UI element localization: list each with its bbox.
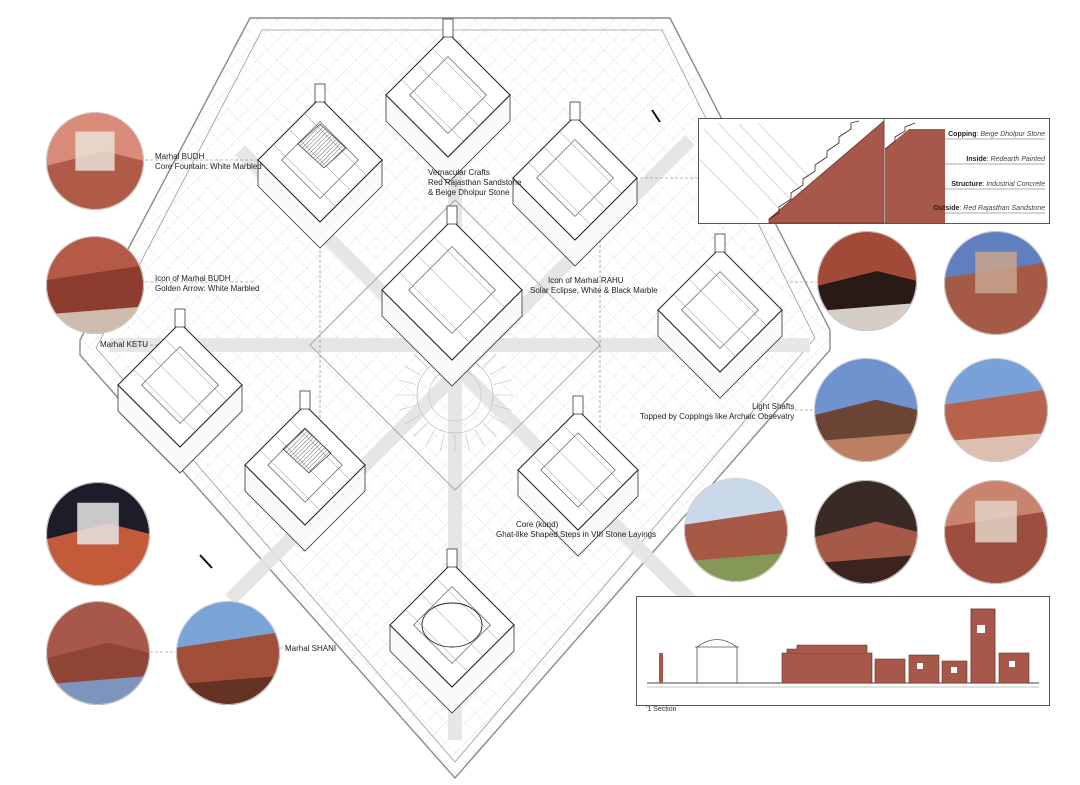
photo-light-shaft-image xyxy=(814,358,918,462)
label-crafts-1: Vernacular Crafts xyxy=(428,168,490,177)
label-ketu: Marhal KETU xyxy=(100,340,148,350)
photo-mural-face-image xyxy=(46,482,150,586)
photo-copping-cutout-image xyxy=(944,358,1048,462)
material-value: Beige Dholpur Stone xyxy=(980,131,1045,138)
material-row: Copping: Beige Dholpur Stone xyxy=(948,131,1045,138)
material-separator: : xyxy=(959,205,964,212)
material-key: Inside xyxy=(966,156,987,163)
label-icon-budh: Icon of Marhal BUDH Golden Arrow: White … xyxy=(155,274,260,294)
pavilion-shani xyxy=(389,548,515,714)
label-crafts-2: Red Rajasthan Sandstone xyxy=(428,178,522,187)
budh-fountain-hatch xyxy=(297,123,347,169)
pavilions xyxy=(117,18,783,714)
label-core-2: Ghat-like Shaped Steps in VIII Stone Lay… xyxy=(496,530,657,539)
photo-wall-seating xyxy=(46,236,144,334)
photo-tower-block xyxy=(176,601,280,705)
north-marks xyxy=(199,109,661,569)
label-light-1: Light Shafts xyxy=(752,402,795,411)
label-budh-title: Marhal BUDH xyxy=(155,152,205,161)
label-icon-rahu: Icon of Marhal RAHU Solar Eclipse, White… xyxy=(530,276,658,296)
section-drawing xyxy=(647,608,1039,688)
label-crafts-3: & Beige Dholpur Stone xyxy=(428,188,510,197)
photo-steps xyxy=(814,480,918,584)
label-core: Core (kund) Ghat-like Shaped Steps in VI… xyxy=(496,520,656,540)
material-value: Industrial Concrete xyxy=(986,181,1045,188)
photo-amphitheatre-image xyxy=(684,478,788,582)
label-ketu-text: Marhal KETU xyxy=(100,340,149,349)
pavilion-rahu-top xyxy=(512,101,638,267)
photo-wall-courtyard xyxy=(46,601,150,705)
photo-solar-eclipse xyxy=(817,231,917,331)
label-icon-budh-2: Golden Arrow: White Marbled xyxy=(155,284,260,293)
label-budh: Marhal BUDH Core Fountain: White Marbled xyxy=(155,152,262,172)
material-value: Red Rajasthan Sandstone xyxy=(963,205,1045,212)
label-light-shafts: Light Shafts Topped by Coppings like Arc… xyxy=(640,402,794,422)
label-shani: Marhal SHANI xyxy=(285,644,336,654)
photo-light-shaft xyxy=(814,358,918,462)
material-key: Outside xyxy=(933,205,960,212)
section-caption: '1 Section xyxy=(646,706,677,713)
material-row: Structure: Industrial Concrete xyxy=(951,181,1045,188)
pavilion-core xyxy=(517,395,639,557)
pavilion-center xyxy=(381,205,523,387)
pavilion-ketu xyxy=(117,308,243,474)
material-row: Inside: Redearth Painted xyxy=(966,156,1045,163)
label-crafts: Vernacular Crafts Red Rajasthan Sandston… xyxy=(428,168,521,198)
photo-stone-slabs xyxy=(944,480,1048,584)
photo-steps-image xyxy=(814,480,918,584)
label-icon-rahu-1: Icon of Marhal RAHU xyxy=(548,276,624,285)
material-value: Redearth Painted xyxy=(990,156,1045,163)
wall-detail-sketch xyxy=(699,119,1045,223)
photo-wall-top-image xyxy=(944,231,1048,335)
shani-round-court xyxy=(421,602,483,648)
photo-courtyard-budh-image xyxy=(46,112,144,210)
pavilion-top xyxy=(385,18,511,184)
photo-wall-seating-image xyxy=(46,236,144,334)
material-separator: : xyxy=(982,181,987,188)
photo-amphitheatre xyxy=(684,478,788,582)
label-budh-sub: Core Fountain: White Marbled xyxy=(155,162,262,171)
section-panel xyxy=(636,596,1050,706)
photo-wall-top xyxy=(944,231,1048,335)
west-core-hatch xyxy=(282,428,332,474)
photo-solar-eclipse-image xyxy=(817,231,917,331)
label-icon-budh-1: Icon of Marhal BUDH xyxy=(155,274,231,283)
pavilion-east xyxy=(657,233,783,399)
label-core-1: Core (kund) xyxy=(516,520,559,529)
label-shani-text: Marhal SHANI xyxy=(285,644,337,653)
material-separator: : xyxy=(976,131,981,138)
photo-stone-slabs-image xyxy=(944,480,1048,584)
material-key: Copping xyxy=(948,131,977,138)
photo-wall-courtyard-image xyxy=(46,601,150,705)
label-light-2: Topped by Coppings like Archaic Obsevatr… xyxy=(640,412,795,421)
photo-copping-cutout xyxy=(944,358,1048,462)
label-icon-rahu-2: Solar Eclipse, White & Black Marble xyxy=(530,286,658,295)
photo-courtyard-budh xyxy=(46,112,144,210)
material-key: Structure xyxy=(951,181,983,188)
photo-mural-face xyxy=(46,482,150,586)
photo-tower-block-image xyxy=(176,601,280,705)
material-separator: : xyxy=(986,156,991,163)
material-row: Outside: Red Rajasthan Sandstone xyxy=(933,205,1045,212)
